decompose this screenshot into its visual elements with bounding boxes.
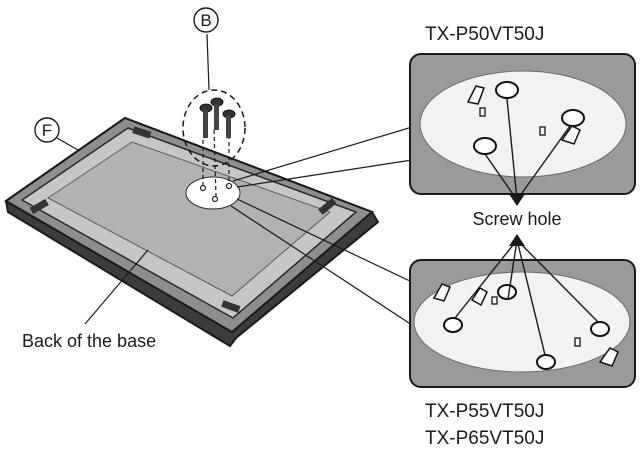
screw-hole-icon [561,109,585,127]
base-foot [132,126,152,139]
hook-icon [560,125,581,145]
hook-icon [598,347,619,367]
label-b: B [200,11,211,30]
stand-base [4,116,380,348]
label-b-leader [206,33,210,91]
callout-bottom-ellipse [413,271,631,373]
label-f-leader [56,137,79,151]
callout-bottom: TX-P55VT50J TX-P65VT50J [409,259,636,449]
mounting-hole [211,195,219,203]
small-slot-icon [539,126,546,136]
screw-hole-icon [497,284,517,300]
screws-dashed-group [182,89,246,167]
pointer-arrowhead [509,194,525,206]
screws-b: B [182,7,246,197]
model-label-top: TX-P50VT50J [425,24,544,45]
model-label-bottom-1: TX-P55VT50J [425,401,544,422]
screw-hole-icon [495,81,519,99]
base-inner-recess [47,141,331,297]
callout-top-ellipse [419,70,627,178]
back-of-base-label: Back of the base [22,331,156,351]
hook-icon [466,85,485,105]
label-b-circle [193,7,219,33]
screw-hole-pointers [454,98,599,356]
label-f: F [42,121,52,140]
callout-leaders [230,126,413,326]
small-slot-icon [491,296,498,305]
small-slot-icon [574,337,581,347]
base-foot [221,300,241,313]
mounting-hole [225,182,233,190]
pointer-arrowhead [509,234,525,246]
screw-hole-icon [536,354,556,370]
screw-hole-icon [590,321,610,337]
mounting-area [185,176,241,210]
screw-icon [199,103,213,138]
model-label-bottom-2: TX-P65VT50J [425,428,544,449]
base-foot [318,197,337,215]
label-f-circle [34,117,60,143]
back-of-base-leader [84,249,149,325]
screw-hole-icon [473,137,497,155]
screw-icon [222,109,236,138]
base-foot [29,198,49,214]
hook-icon [432,283,451,302]
screw-hole-label: Screw hole [472,209,561,229]
hook-icon [470,287,488,307]
callout-top: TX-P50VT50J [409,24,636,195]
small-slot-icon [479,107,486,117]
label-f-group: F [34,117,79,151]
screw-icon [210,97,224,130]
screw-hole-icon [443,317,463,333]
